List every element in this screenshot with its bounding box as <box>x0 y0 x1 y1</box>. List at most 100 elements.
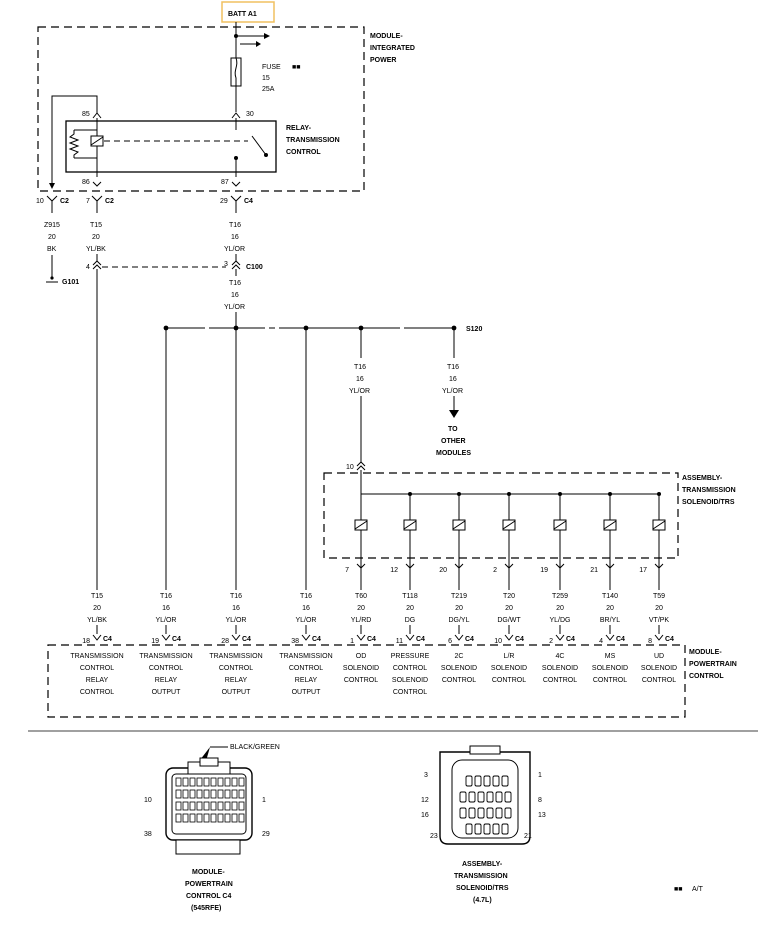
wire-color: YL/OR <box>225 617 246 624</box>
pin-function: CONTROL <box>219 665 253 672</box>
c4-label: C4 <box>242 636 251 643</box>
wire-circuit: T16 <box>160 593 172 600</box>
wire-gauge: 20 <box>655 605 663 612</box>
wire-circuit: T118 <box>402 593 418 600</box>
connector-cavity <box>217 813 224 823</box>
pin-function: TRANSMISSION <box>209 653 262 660</box>
ground-wire-label: Z915 20 BK <box>44 222 60 253</box>
relay-pin-30: 30 <box>246 111 254 118</box>
connector-cavity <box>238 789 245 799</box>
pin-function: RELAY <box>86 677 109 684</box>
trs-connector-pin: 12 <box>421 797 429 804</box>
wire-color: YL/OR <box>155 617 176 624</box>
svg-text:T16: T16 <box>447 364 459 371</box>
solenoid-icon <box>403 519 417 531</box>
connector-cavity <box>231 801 238 811</box>
other-modules-arrow-icon <box>449 410 459 418</box>
connector-cavity <box>182 813 189 823</box>
footnote-marker: ■■ <box>674 886 682 893</box>
svg-text:RELAY-: RELAY- <box>286 125 312 132</box>
pcm-pin: 18 <box>82 638 90 645</box>
connector-cavity <box>465 823 473 835</box>
connector-cavity <box>504 791 512 803</box>
pin-function: SOLENOID <box>641 665 677 672</box>
connector-cavity <box>459 791 467 803</box>
pin-function: SOLENOID <box>592 665 628 672</box>
svg-text:MODULE-: MODULE- <box>370 33 403 40</box>
svg-text:CONTROL: CONTROL <box>286 149 321 156</box>
wire-color: DG <box>405 617 416 624</box>
c2-pin-10: 10 <box>36 198 44 205</box>
pin-function: 4C <box>556 653 565 660</box>
connector-cavity <box>477 807 485 819</box>
pcm-connector-pin: 38 <box>144 831 152 838</box>
connector-cavity <box>238 777 245 787</box>
connector-cavity <box>203 813 210 823</box>
splice-label: S120 <box>466 326 482 333</box>
solenoid-icon <box>502 519 516 531</box>
wire-gauge: 20 <box>556 605 564 612</box>
fuse-note-marker: ■■ <box>292 64 300 71</box>
connector-cavity <box>196 777 203 787</box>
svg-text:T16: T16 <box>229 222 241 229</box>
powertrain-control-module-outline <box>47 644 686 718</box>
pin-function: CONTROL <box>289 665 323 672</box>
relay-pin-86: 86 <box>82 179 90 186</box>
wire-color: YL/RD <box>351 617 372 624</box>
feed-arrow-icon <box>264 33 270 39</box>
connector-cavity <box>465 775 473 787</box>
connector-cavity <box>224 801 231 811</box>
svg-text:T16: T16 <box>229 280 241 287</box>
pin-function: TRANSMISSION <box>70 653 123 660</box>
trs-connector-pin: 16 <box>421 812 429 819</box>
svg-text:T15: T15 <box>90 222 102 229</box>
connector-cavity <box>196 801 203 811</box>
footnote-text: A/T <box>692 886 704 893</box>
c4-label-power: C4 <box>244 198 253 205</box>
pcm-connector-pin: 29 <box>262 831 270 838</box>
connector-cavity <box>477 791 485 803</box>
connector-cavity <box>196 813 203 823</box>
wire-color: YL/OR <box>295 617 316 624</box>
c4-label: C4 <box>103 636 112 643</box>
pcm-connector-callout: BLACK/GREEN <box>230 744 280 751</box>
connector-cavity <box>189 777 196 787</box>
connector-cavity <box>231 789 238 799</box>
pcm-pin: 38 <box>291 638 299 645</box>
wire-color: DG/YL <box>448 617 469 624</box>
solenoid-icon <box>452 519 466 531</box>
solenoid-pin: 2 <box>493 567 497 574</box>
c4-label: C4 <box>465 636 474 643</box>
c100-pin-4: 4 <box>86 264 90 271</box>
connector-cavity <box>238 813 245 823</box>
svg-text:(4.7L): (4.7L) <box>473 897 492 904</box>
c4-label: C4 <box>616 636 625 643</box>
wire-color: YL/DG <box>549 617 570 624</box>
connector-cavity <box>210 777 217 787</box>
c4-label: C4 <box>367 636 376 643</box>
wire-circuit: T15 <box>91 593 103 600</box>
connector-cavity <box>182 777 189 787</box>
wire-circuit: T16 <box>300 593 312 600</box>
svg-text:TRANSMISSION: TRANSMISSION <box>454 873 508 880</box>
svg-text:MODULE-: MODULE- <box>689 649 722 656</box>
pin-function: RELAY <box>155 677 178 684</box>
svg-text:MODULES: MODULES <box>436 450 471 457</box>
connector-cavity <box>501 775 509 787</box>
relay-output-wire-label: T15 20 YL/BK <box>86 222 106 253</box>
svg-text:TRANSMISSION: TRANSMISSION <box>682 487 736 494</box>
svg-text:MODULE-: MODULE- <box>192 869 225 876</box>
svg-text:YL/BK: YL/BK <box>86 246 106 253</box>
pin-function: CONTROL <box>593 677 627 684</box>
wire-circuit: T60 <box>355 593 367 600</box>
wire-gauge: 20 <box>357 605 365 612</box>
wire-color: BR/YL <box>600 617 620 624</box>
connector-cavity <box>217 801 224 811</box>
pin-function: TRANSMISSION <box>139 653 192 660</box>
trs-connector-view: 3 1 12 16 8 13 23 21 ASSEMBLY- TRANSMISS… <box>421 745 546 904</box>
